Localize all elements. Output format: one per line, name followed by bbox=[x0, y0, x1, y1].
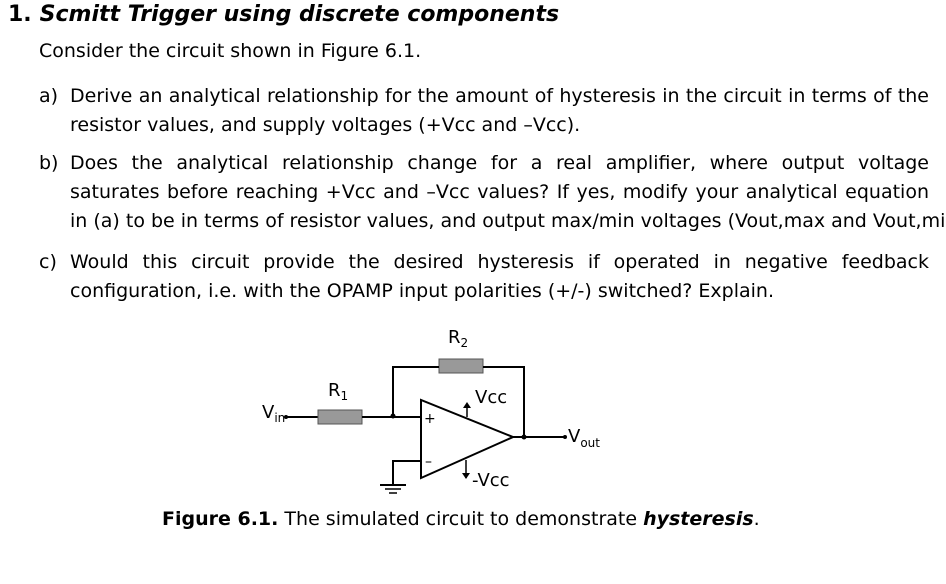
r1-resistor bbox=[317, 409, 363, 425]
r2-resistor bbox=[438, 358, 484, 374]
vcc-pos-label: Vcc bbox=[475, 387, 507, 408]
question-a-line-2: resistor values, and supply voltages (+V… bbox=[70, 114, 581, 136]
caption-text: The simulated circuit to demonstrate bbox=[278, 508, 644, 530]
question-b-line-1: Does the analytical relationship change … bbox=[70, 152, 929, 174]
question-heading: 1. Scmitt Trigger using discrete componen… bbox=[8, 2, 559, 27]
question-b: b) Does the analytical relationship chan… bbox=[39, 149, 946, 236]
vcc-neg-label: -Vcc bbox=[472, 470, 510, 491]
question-b-label: b) bbox=[39, 152, 59, 174]
vout-terminal bbox=[563, 435, 567, 439]
question-a-line-1: Derive an analytical relationship for th… bbox=[70, 85, 929, 107]
caption-emphasis: hysteresis bbox=[643, 508, 754, 530]
question-b-line-2: saturates before reaching +Vcc and –Vcc … bbox=[70, 181, 929, 203]
question-c-body: Would this circuit provide the desired h… bbox=[70, 248, 929, 306]
feedback-wire-left bbox=[392, 366, 439, 415]
vout-label: Vout bbox=[568, 426, 600, 450]
vcc-neg-arrow-icon bbox=[462, 473, 470, 479]
question-c-line-2: configuration, i.e. with the OPAMP input… bbox=[70, 280, 774, 302]
question-a-label: a) bbox=[39, 85, 59, 107]
question-a: a) Derive an analytical relationship for… bbox=[39, 82, 929, 140]
r1-label: R1 bbox=[328, 380, 348, 403]
output-junction-dot bbox=[521, 434, 527, 440]
figure-number: Figure 6.1. bbox=[162, 508, 279, 530]
intro-text: Consider the circuit shown in Figure 6.1… bbox=[39, 40, 422, 62]
question-a-body: Derive an analytical relationship for th… bbox=[70, 82, 929, 140]
question-c: c) Would this circuit provide the desire… bbox=[39, 248, 929, 306]
opamp-plus-sign: + bbox=[424, 411, 436, 427]
vin-label: Vin bbox=[262, 402, 285, 425]
ground-wire bbox=[392, 460, 421, 485]
question-b-body: Does the analytical relationship change … bbox=[70, 149, 946, 236]
r2-label: R2 bbox=[448, 327, 468, 350]
question-c-line-1: Would this circuit provide the desired h… bbox=[70, 251, 929, 273]
question-b-line-3: in (a) to be in terms of resistor values… bbox=[70, 210, 946, 232]
question-number: 1. bbox=[8, 2, 32, 27]
opamp-triangle bbox=[420, 398, 516, 480]
question-title: Scmitt Trigger using discrete components bbox=[39, 2, 560, 27]
junction-dot bbox=[390, 413, 396, 419]
ground-icon bbox=[380, 484, 406, 494]
question-c-label: c) bbox=[39, 251, 57, 273]
caption-end: . bbox=[753, 508, 760, 530]
opamp-minus-sign: – bbox=[425, 454, 432, 470]
feedback-wire-right bbox=[483, 366, 525, 437]
figure-caption: Figure 6.1. The simulated circuit to dem… bbox=[162, 508, 760, 530]
vcc-pos-arrow-icon bbox=[463, 402, 471, 408]
